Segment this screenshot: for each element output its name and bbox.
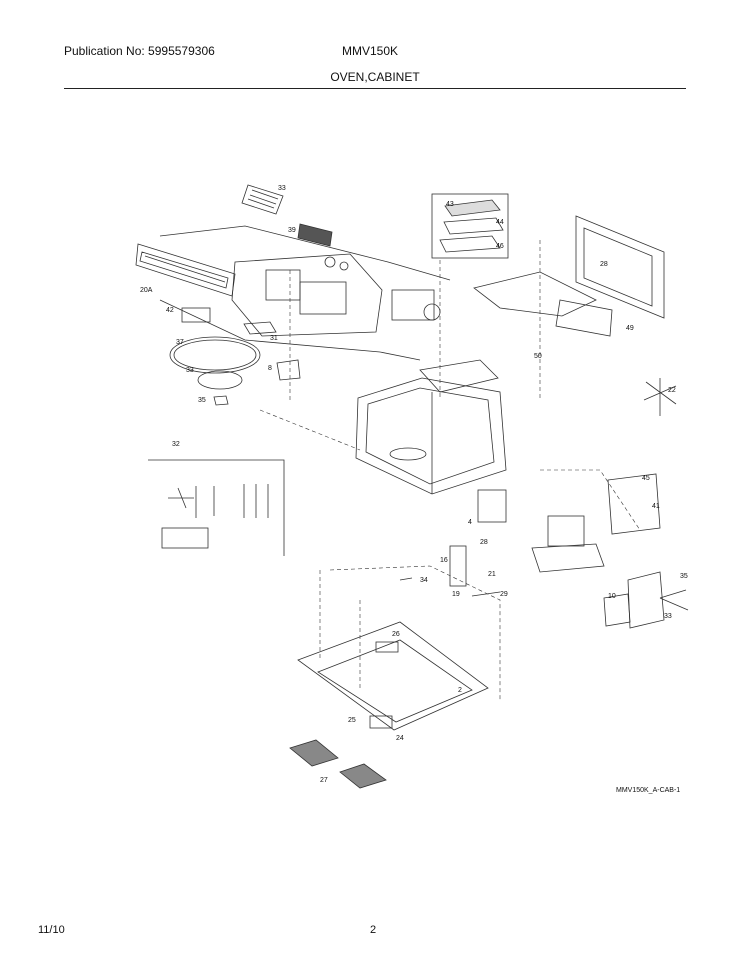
callout-45: 45 — [642, 475, 650, 482]
callout-33-right: 33 — [664, 613, 672, 620]
callout-27: 27 — [320, 777, 328, 784]
section-title: OVEN,CABINET — [330, 70, 420, 84]
callout-49: 49 — [626, 325, 634, 332]
callout-25: 25 — [348, 717, 356, 724]
callout-10: 10 — [608, 593, 616, 600]
grease-filter-parts — [289, 739, 387, 789]
upper-cabinet-assembly — [159, 225, 451, 361]
callout-22: 22 — [668, 387, 676, 394]
callout-24: 24 — [396, 735, 404, 742]
assembly-leader-lines — [259, 240, 641, 700]
diagram-reference-code: MMV150K_A-CAB-1 — [616, 787, 680, 794]
accessory-inset-box — [148, 459, 285, 556]
fan-motor-part — [391, 289, 441, 321]
callout-50: 50 — [534, 353, 542, 360]
callout-21: 21 — [488, 571, 496, 578]
callout-29: 29 — [500, 591, 508, 598]
callout-44: 44 — [496, 219, 504, 226]
top-grille-part — [241, 184, 284, 215]
small-hardware-parts — [399, 545, 501, 597]
model-number: MMV150K — [342, 44, 399, 58]
callout-16: 16 — [440, 557, 448, 564]
control-panel-assembly — [473, 271, 613, 337]
callout-32: 32 — [172, 441, 180, 448]
oven-cavity-assembly — [355, 359, 507, 495]
callout-35-right: 35 — [680, 573, 688, 580]
callout-labels: 33 39 20A 42 37 33 35 31 8 43 44 46 28 4… — [140, 185, 688, 794]
publication-number: Publication No: 5995579306 — [64, 44, 215, 58]
callout-46: 46 — [496, 243, 504, 250]
callout-2: 2 — [458, 687, 462, 694]
callout-42: 42 — [166, 307, 174, 314]
control-bracket-part — [297, 223, 333, 247]
callout-33: 33 — [186, 367, 194, 374]
base-plate-assembly — [297, 621, 489, 731]
callout-28-door: 28 — [600, 261, 608, 268]
callout-41: 41 — [652, 503, 660, 510]
inset-parts-box — [431, 193, 509, 259]
callout-37: 37 — [176, 339, 184, 346]
callout-35: 35 — [198, 397, 206, 404]
turntable-parts — [169, 307, 301, 406]
callout-28: 28 — [480, 539, 488, 546]
callout-8: 8 — [268, 365, 272, 372]
footer-date: 11/10 — [38, 924, 65, 936]
callout-33-top: 33 — [278, 185, 286, 192]
callout-34: 34 — [420, 577, 428, 584]
door-frame-part — [575, 215, 665, 319]
callout-19: 19 — [452, 591, 460, 598]
callout-39: 39 — [288, 227, 296, 234]
header-rule — [64, 88, 686, 89]
callout-4: 4 — [468, 519, 472, 526]
callout-31: 31 — [270, 335, 278, 342]
callout-43: 43 — [446, 201, 454, 208]
right-side-components — [477, 378, 689, 629]
callout-26: 26 — [392, 631, 400, 638]
footer-page-number: 2 — [370, 924, 377, 936]
callout-20A: 20A — [140, 287, 153, 294]
